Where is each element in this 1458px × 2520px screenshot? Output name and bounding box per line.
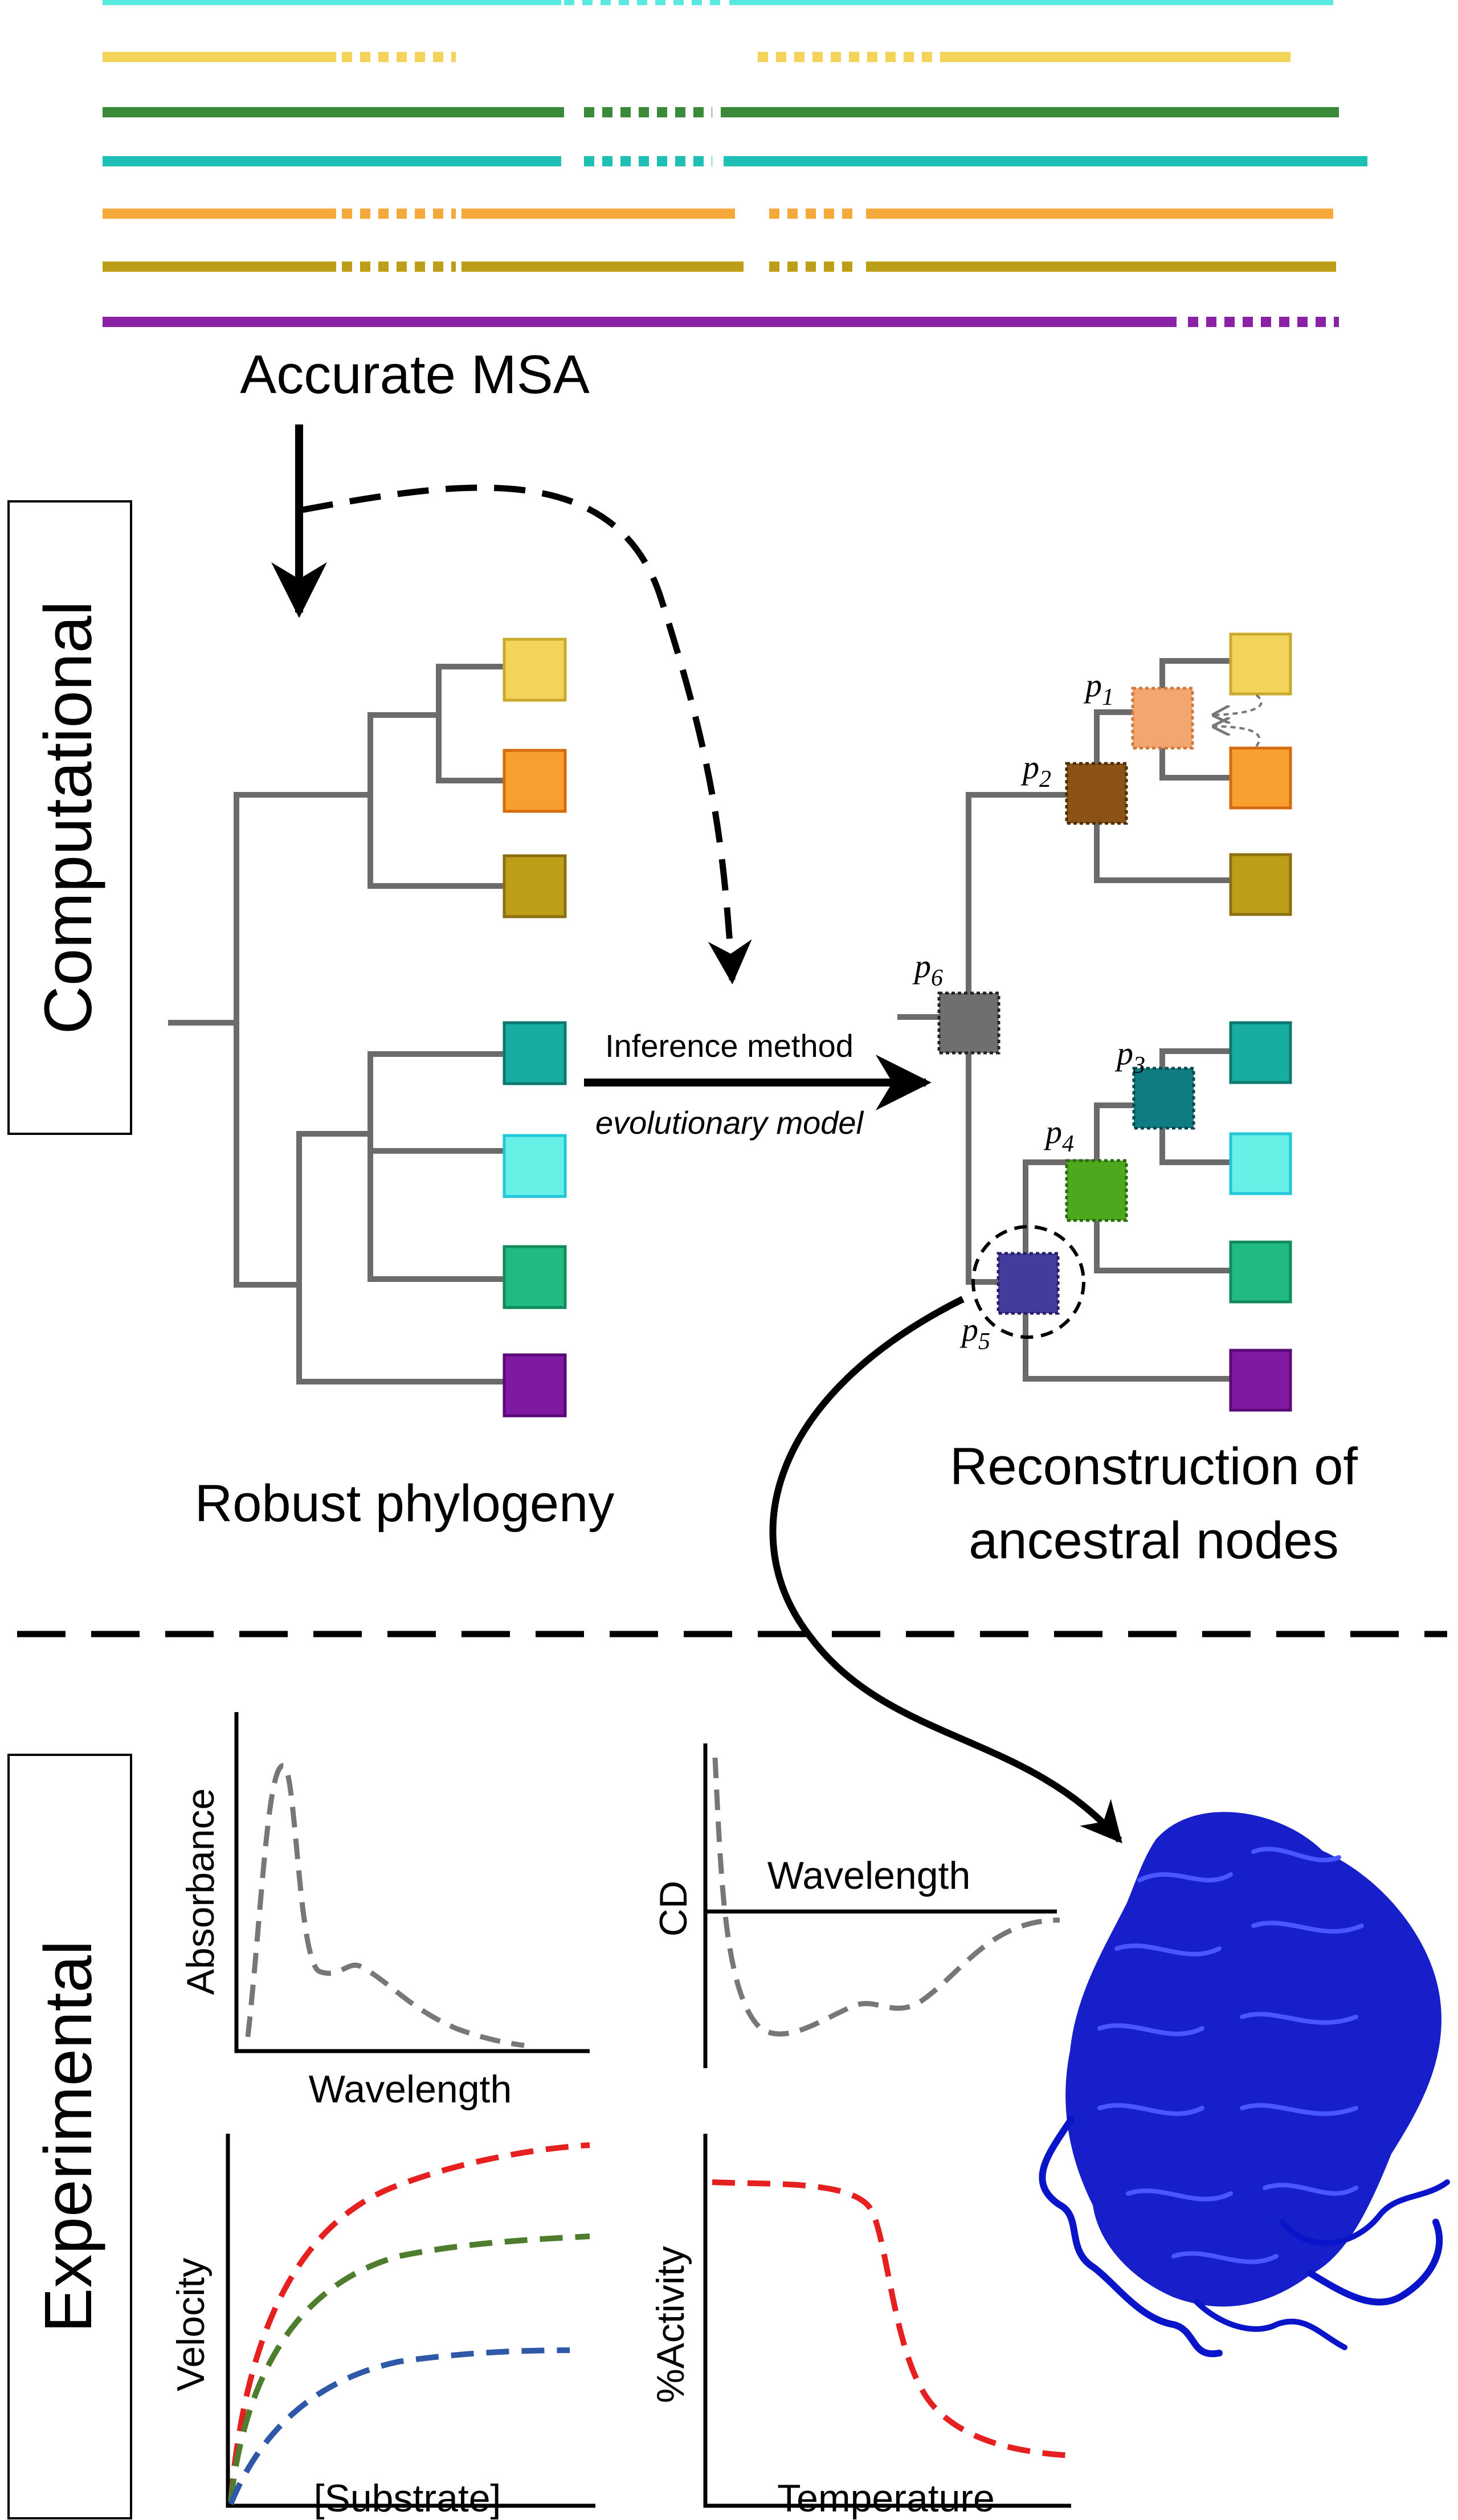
experimental-label: Experimental: [31, 1941, 106, 2333]
computational-label-box: [7, 500, 132, 1135]
p5-highlight-circle: [971, 1225, 1085, 1339]
cd-plot: CD Wavelength: [652, 1743, 1060, 2068]
label-p6: p6: [912, 947, 943, 991]
ancestor-node-p2: [1065, 762, 1128, 825]
ancestor-node-p3: [1132, 1067, 1195, 1130]
leaf-cyan: [503, 1134, 567, 1198]
phylogeny-leaves: [503, 638, 567, 1418]
ancestor-node-p5: [996, 1252, 1060, 1315]
leaf-purple: [503, 1353, 567, 1418]
velocity-curve-blue: [228, 2347, 570, 2505]
velocity-curve-green: [228, 2233, 590, 2502]
leaf-orange: [503, 749, 567, 813]
recon-leaf-green: [1229, 1240, 1292, 1304]
leaf-green: [503, 1245, 567, 1309]
leaf-olive: [503, 854, 567, 918]
absorbance-xlabel: Wavelength: [309, 2068, 512, 2111]
velocity-curve-red: [228, 2142, 590, 2502]
velocity-xlabel: [Substrate]: [314, 2477, 501, 2520]
ancestor-node-p1: [1131, 687, 1194, 750]
inference-method-label: Inference method: [605, 1028, 853, 1064]
protein-structure: [1039, 1812, 1450, 2358]
recon-leaf-teal: [1229, 1021, 1292, 1084]
msa-alignment: [103, 0, 1367, 327]
cd-ylabel: CD: [652, 1881, 695, 1937]
label-p5: p5: [959, 1311, 990, 1355]
activity-curve: [712, 2179, 1072, 2458]
absorbance-curve: [245, 1763, 525, 2048]
label-p4: p4: [1043, 1113, 1074, 1157]
recon-leaf-yellow: [1229, 632, 1292, 696]
recon-leaf-olive: [1229, 853, 1292, 916]
reconstruction-label-line1: Reconstruction of: [950, 1437, 1358, 1496]
velocity-ylabel: Velocity: [169, 2258, 213, 2391]
cd-xlabel: Wavelength: [767, 1854, 971, 1897]
p1-sampling-arrow-top: [1214, 694, 1263, 715]
absorbance-ylabel: Absorbance: [179, 1788, 222, 1995]
p1-sampling-arrow-bottom: [1214, 726, 1261, 748]
activity-plot: %Activity Temperature: [649, 2134, 1072, 2520]
label-p2: p2: [1020, 749, 1051, 793]
activity-ylabel: %Activity: [649, 2246, 692, 2403]
velocity-plot: Velocity [Substrate]: [169, 2134, 595, 2520]
reconstructed-leaves: [1229, 632, 1292, 1412]
recon-leaf-orange: [1229, 746, 1292, 810]
ancestor-node-p4: [1065, 1159, 1128, 1222]
ancestral-nodes: [937, 687, 1195, 1315]
label-p3: p3: [1114, 1035, 1145, 1079]
computational-label: Computational: [31, 601, 106, 1035]
ancestor-node-p6: [937, 991, 1000, 1055]
leaf-yellow: [503, 638, 567, 702]
phylogeny-tree: [168, 664, 510, 1384]
experimental-label-box: [7, 1754, 132, 2519]
evolutionary-model-label: evolutionary model: [595, 1105, 864, 1141]
recon-leaf-cyan: [1229, 1132, 1292, 1195]
activity-xlabel: Temperature: [777, 2477, 995, 2520]
label-p1: p1: [1083, 667, 1114, 710]
absorbance-plot: Absorbance Wavelength: [179, 1712, 590, 2111]
msa-label: Accurate MSA: [240, 344, 590, 405]
cd-curve: [712, 1757, 1060, 2037]
recon-leaf-purple: [1229, 1349, 1292, 1412]
leaf-teal: [503, 1021, 567, 1085]
p5-to-protein-arrow: [769, 1296, 1122, 1844]
reconstruction-label-line2: ancestral nodes: [969, 1512, 1339, 1570]
msa-to-inference-dashed-arrow: [301, 484, 752, 985]
phylogeny-label: Robust phylogeny: [195, 1475, 615, 1533]
